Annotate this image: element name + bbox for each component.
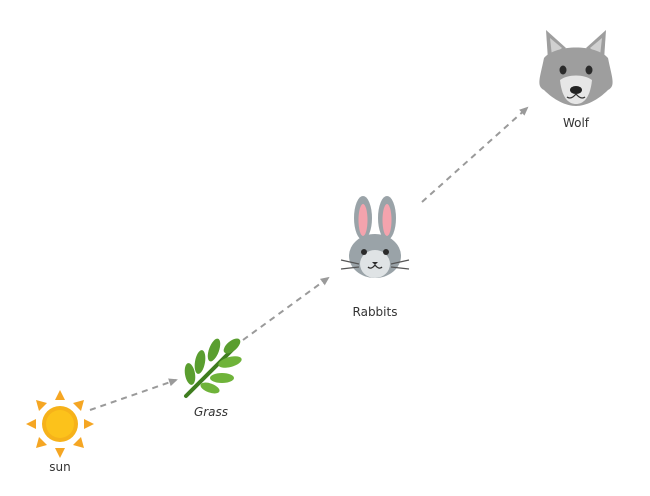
node-label-wolf: Wolf: [562, 116, 590, 130]
edge-sun-to-grass: [89, 378, 178, 411]
edge-rabbits-to-wolf: [421, 106, 529, 203]
rabbit-icon: [340, 196, 410, 278]
node-label-rabbits: Rabbits: [352, 305, 398, 319]
edge-grass-to-rabbits: [242, 276, 330, 341]
node-label-sun: sun: [49, 460, 71, 474]
sun-icon: [26, 390, 94, 458]
grass-icon: [184, 338, 242, 398]
wolf-icon: [539, 30, 613, 106]
node-label-grass: Grass: [193, 405, 229, 419]
